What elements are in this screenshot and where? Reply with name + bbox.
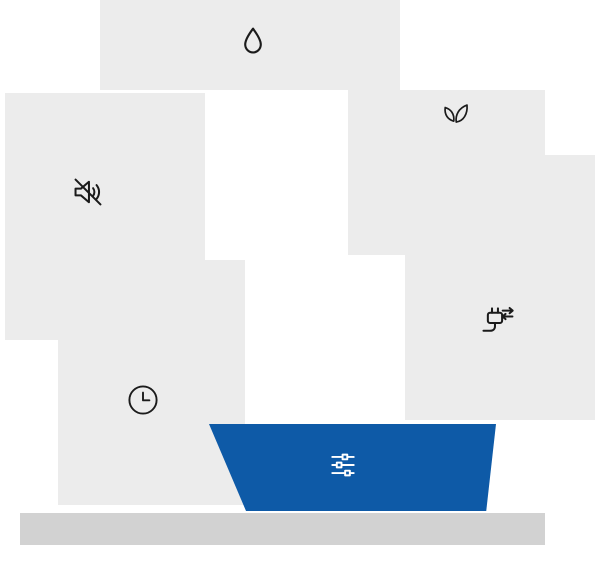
bottom-bar [20, 513, 545, 545]
clock-icon [126, 383, 160, 417]
leaf-icon [438, 95, 472, 129]
tile-water [100, 0, 400, 90]
tile-timer [58, 260, 245, 505]
plug-swap-icon [478, 303, 516, 341]
accent-settings-shape [209, 424, 496, 511]
tile-power [405, 155, 595, 420]
water-drop-icon [236, 25, 270, 59]
speaker-mute-icon [69, 173, 107, 211]
sliders-icon [328, 450, 358, 480]
